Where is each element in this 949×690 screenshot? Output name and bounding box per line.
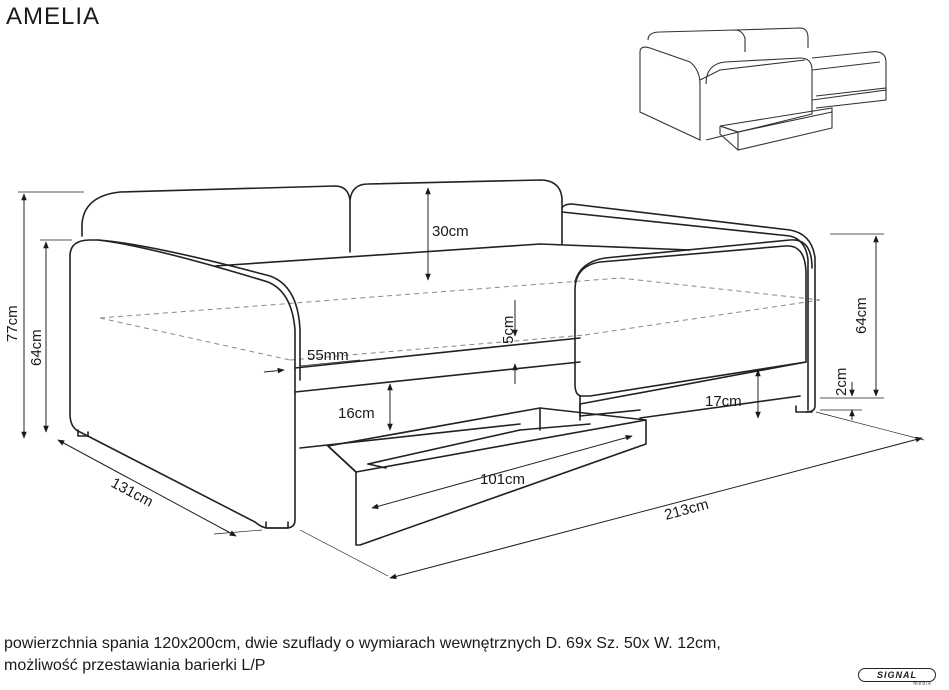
dim-total-height: 77cm [4, 305, 21, 342]
dim-armrest-height-left: 64cm [28, 329, 45, 366]
dim-drawer-front-height: 16cm [338, 405, 375, 422]
dim-barrier-offset: 55mm [307, 347, 349, 364]
mattress-plane [99, 277, 821, 361]
dimension-lines [18, 187, 925, 580]
thumbnail-view [639, 27, 887, 151]
description-line-2: możliwość przestawiania barierki L/P [4, 657, 266, 674]
dim-cushion-height: 30cm [432, 223, 469, 240]
product-description: powierzchnia spania 120x200cm, dwie szuf… [4, 633, 924, 677]
dim-armrest-height-right: 64cm [853, 297, 870, 334]
dim-right-drawer-height: 17cm [705, 393, 742, 410]
brand-logo-name: SIGNAL [858, 668, 936, 682]
dim-mattress-step: 5cm [500, 316, 517, 344]
brand-logo-sub: meble [913, 681, 932, 687]
dim-drawer-width: 101cm [480, 471, 525, 488]
dim-leg-height: 2cm [833, 368, 850, 396]
description-line-1: powierzchnia spania 120x200cm, dwie szuf… [4, 635, 721, 652]
sofa-bed-technical-drawing: 30cm 77cm 64cm 64cm 55mm 5cm 16cm 101cm … [4, 27, 925, 580]
product-title: AMELIA [6, 3, 101, 30]
brand-logo: SIGNAL meble [858, 668, 936, 687]
